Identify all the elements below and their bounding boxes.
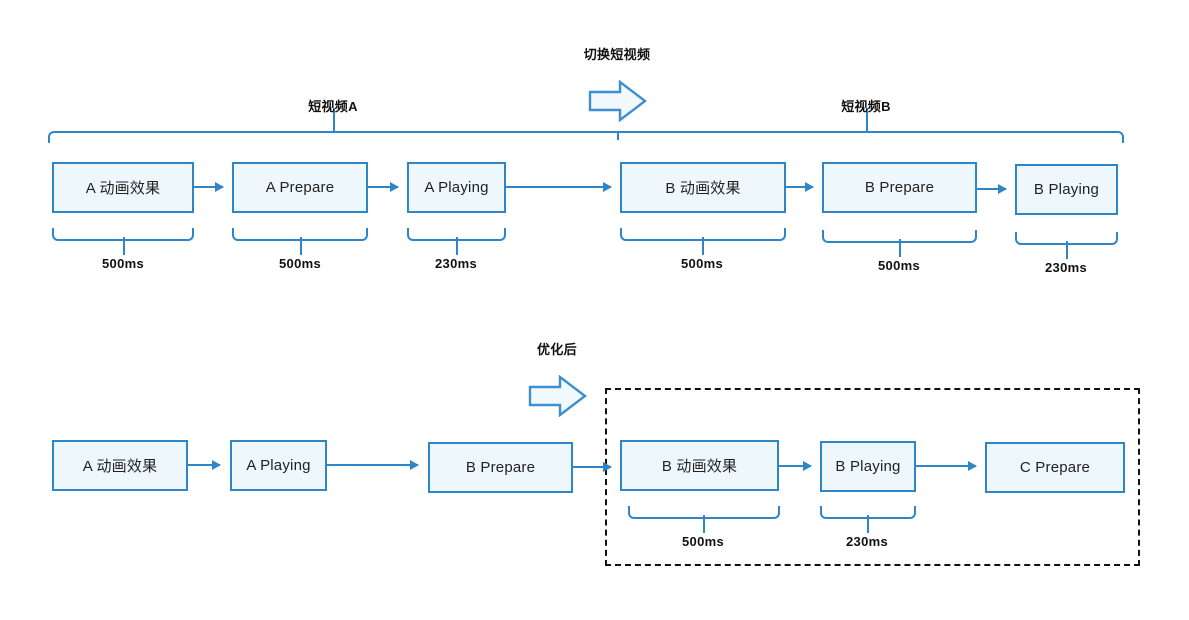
top-connector-2 (368, 182, 399, 192)
top-duration-5: 500ms (878, 258, 920, 273)
top-box-b-animation[interactable]: B 动画效果 (620, 162, 786, 213)
top-bracket-stem-6 (1066, 241, 1068, 259)
right-block-arrow-icon (588, 80, 648, 122)
switch-video-caption: 切换短视频 (583, 47, 651, 62)
top-duration-1: 500ms (102, 256, 144, 271)
optimized-caption: 优化后 (537, 342, 577, 357)
bottom-connector-4 (779, 461, 812, 471)
bottom-box-a-animation[interactable]: A 动画效果 (52, 440, 188, 491)
top-box-a-animation[interactable]: A 动画效果 (52, 162, 194, 213)
top-duration-6: 230ms (1045, 260, 1087, 275)
bottom-bracket-stem-2 (867, 515, 869, 533)
top-bracket-stem-1 (123, 237, 125, 255)
bottom-duration-1: 500ms (682, 534, 724, 549)
optimized-region-outline (605, 388, 1140, 566)
group-label-video-b: 短视频B (841, 99, 891, 114)
bottom-connector-5 (916, 461, 977, 471)
group-label-video-a: 短视频A (308, 99, 358, 114)
top-bracket-stem-5 (899, 239, 901, 257)
bottom-duration-2: 230ms (846, 534, 888, 549)
top-duration-2: 500ms (279, 256, 321, 271)
top-box-b-playing[interactable]: B Playing (1015, 164, 1118, 215)
group-divider-tick (617, 131, 619, 140)
bottom-box-c-prepare[interactable]: C Prepare (985, 442, 1125, 493)
top-group-bracket (48, 131, 1124, 143)
bottom-connector-1 (188, 460, 221, 470)
bottom-connector-2 (327, 460, 419, 470)
top-box-b-prepare[interactable]: B Prepare (822, 162, 977, 213)
top-connector-1 (194, 182, 224, 192)
bottom-bracket-stem-1 (703, 515, 705, 533)
top-connector-4 (786, 182, 814, 192)
top-connector-5 (977, 184, 1007, 194)
top-box-a-prepare[interactable]: A Prepare (232, 162, 368, 213)
top-duration-4: 500ms (681, 256, 723, 271)
bottom-connector-3 (573, 462, 612, 472)
group-a-tick (333, 108, 335, 132)
top-box-a-playing[interactable]: A Playing (407, 162, 506, 213)
bottom-box-b-playing[interactable]: B Playing (820, 441, 916, 492)
right-block-arrow-icon-2 (528, 375, 588, 417)
top-bracket-stem-2 (300, 237, 302, 255)
top-bracket-stem-4 (702, 237, 704, 255)
bottom-box-a-playing[interactable]: A Playing (230, 440, 327, 491)
top-bracket-stem-3 (456, 237, 458, 255)
top-duration-3: 230ms (435, 256, 477, 271)
bottom-box-b-animation[interactable]: B 动画效果 (620, 440, 779, 491)
bottom-box-b-prepare[interactable]: B Prepare (428, 442, 573, 493)
top-connector-3 (506, 182, 612, 192)
group-b-tick (866, 108, 868, 132)
